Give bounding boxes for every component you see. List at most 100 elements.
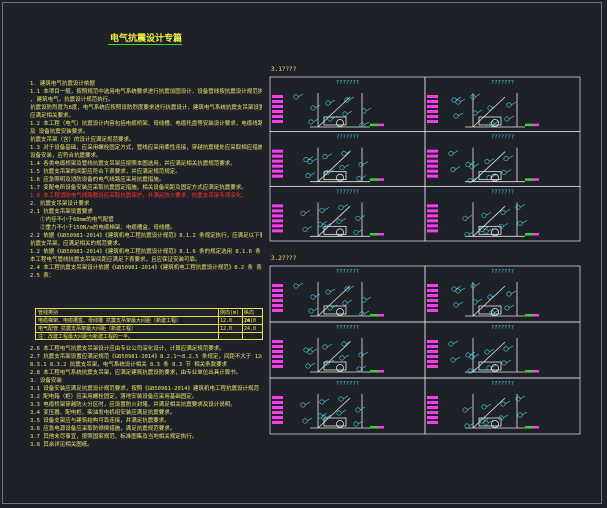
note-line: 及 设备抗震安装要求。 — [30, 129, 89, 135]
detail-tag — [272, 204, 283, 208]
detail-tag — [427, 350, 438, 353]
note-line: 2.6 本工程电气抗震支吊架设计应由专业公司深化设计，计算应满足规范要求。 — [30, 346, 225, 352]
detail-tag — [272, 154, 283, 158]
detail-callouts — [300, 395, 366, 427]
detail-tag-stack — [272, 149, 283, 178]
detail-cell: ??????? — [269, 265, 426, 323]
detail-tag — [427, 204, 438, 208]
detail-cell-title: ??????? — [491, 189, 514, 195]
detail-marker-tag — [378, 314, 384, 317]
note-line: 1.1 本项目一般，按照规范中选用电气系统要求进行抗震加固设计，设备管线按抗震设… — [30, 89, 262, 95]
detail-tag — [427, 304, 438, 307]
detail-tag — [272, 289, 283, 292]
table-cell: 24.0 — [244, 318, 257, 324]
note-line: 抗震支吊架，应满足相关的规范要求。 — [30, 241, 124, 247]
detail-marker-tag — [533, 370, 539, 373]
note-line: 1.3 对于设备基础，应采用螺栓固定方式，管线应采用柔性连接，穿越抗震缝处应采取… — [30, 145, 262, 151]
detail-cell-title: ??????? — [336, 135, 359, 141]
detail-callouts — [448, 150, 514, 184]
detail-tag — [272, 294, 283, 297]
note-line: 2.7 抗震支吊架设置应满足规范《GB50981-2014》8.2.1～8.2.… — [30, 354, 262, 360]
detail-cell-title: ??????? — [336, 80, 359, 86]
detail-marker-tag — [533, 314, 539, 317]
detail-structure — [310, 338, 370, 373]
detail-tag — [427, 120, 438, 123]
detail-tag — [272, 340, 283, 343]
detail-grid-lower: ????????????????????????????????????????… — [269, 265, 581, 435]
detail-tag — [427, 294, 438, 297]
detail-structure — [465, 93, 525, 128]
detail-cell: ??????? — [424, 377, 581, 435]
detail-tag — [272, 396, 283, 399]
detail-tag — [427, 401, 438, 404]
note-line: 1.8 本工程消防电气线路敷设应采取抗震保护，并满足防火要求，抗震支吊架专项深化… — [30, 193, 247, 199]
detail-anchor — [336, 119, 344, 127]
detail-tag — [427, 110, 438, 113]
table-cell: 注：改建工程最大间距为新建工程的一半。 — [38, 334, 134, 340]
note-line: 3.4 变压器、配电柜、柴油发电机组安装应满足抗震要求。 — [30, 410, 176, 416]
detail-tag — [272, 214, 283, 218]
detail-tag — [272, 406, 283, 409]
detail-tag — [272, 411, 283, 414]
detail-tag — [427, 164, 438, 168]
detail-tag — [272, 421, 283, 424]
note-line: 2.5 表： — [30, 273, 55, 279]
detail-tag-stack — [272, 340, 283, 368]
detail-cell: ??????? — [269, 76, 426, 133]
detail-tag — [427, 396, 438, 399]
detail-structure — [465, 338, 525, 373]
detail-marker — [525, 233, 533, 236]
detail-tag — [427, 289, 438, 292]
note-line: 3.8 其余详见相关图纸。 — [30, 442, 93, 448]
detail-tag — [272, 304, 283, 307]
detail-callouts — [451, 93, 517, 127]
detail-tag — [272, 105, 283, 108]
detail-tag — [272, 309, 283, 312]
detail-callouts — [451, 282, 517, 316]
detail-tag — [427, 224, 438, 228]
detail-anchor — [336, 173, 344, 182]
detail-tag — [427, 284, 438, 287]
note-line: 3.5 设备支架应与建筑结构可靠连接，并满足抗震要求。 — [30, 418, 170, 424]
table-row: 电气配管 抗震支吊架最大间距（新建工程） 12.0 24.0 — [36, 325, 262, 333]
detail-tag — [272, 284, 283, 287]
detail-structure — [310, 93, 370, 128]
note-line: 1.6 应急照明及消防设备的电气线路应采用抗震措施。 — [30, 177, 165, 183]
detail-tag — [272, 95, 283, 98]
note-line: ②重力不小于150N/m的电缆梯架、电缆槽盒、母线槽。 — [40, 225, 176, 231]
detail-tag — [427, 214, 438, 218]
detail-tag — [272, 169, 283, 173]
note-line: 抗震设防烈度为8度，电气系统应按照设防烈度要求进行抗震设计，建筑电气系统抗震支吊… — [30, 105, 262, 111]
detail-tag — [272, 350, 283, 353]
detail-callouts — [448, 340, 514, 374]
detail-callouts — [462, 204, 528, 237]
table-cell: 电气配管 抗震支吊架最大间距（新建工程） — [38, 326, 137, 332]
detail-cell: ??????? — [424, 265, 581, 323]
detail-tag — [272, 115, 283, 118]
detail-tag — [427, 416, 438, 419]
detail-marker — [525, 314, 533, 317]
detail-anchor — [491, 119, 499, 127]
detail-tag-stack — [427, 340, 438, 368]
detail-anchor — [336, 364, 344, 372]
detail-tag — [272, 209, 283, 213]
detail-structure — [310, 147, 370, 183]
detail-cell: ??????? — [269, 377, 426, 435]
detail-cell-title: ??????? — [336, 325, 359, 331]
detail-tag-stack — [272, 396, 283, 424]
detail-tag — [272, 224, 283, 228]
detail-structure — [465, 394, 525, 429]
detail-tag — [427, 345, 438, 348]
detail-cell-title: ??????? — [491, 269, 514, 275]
note-line: 1.5 抗震支吊架的间距应符合下表要求，并应满足规范规定。 — [30, 169, 181, 175]
detail-tag — [427, 159, 438, 163]
detail-tag — [427, 360, 438, 363]
detail-tag — [272, 299, 283, 302]
note-line: 本工程电气管线抗震支吊架间距应满足下表要求，且应保证安装可靠。 — [30, 257, 201, 263]
detail-marker — [525, 370, 533, 373]
detail-tag-stack — [427, 149, 438, 178]
drawing-frame — [2, 2, 602, 504]
